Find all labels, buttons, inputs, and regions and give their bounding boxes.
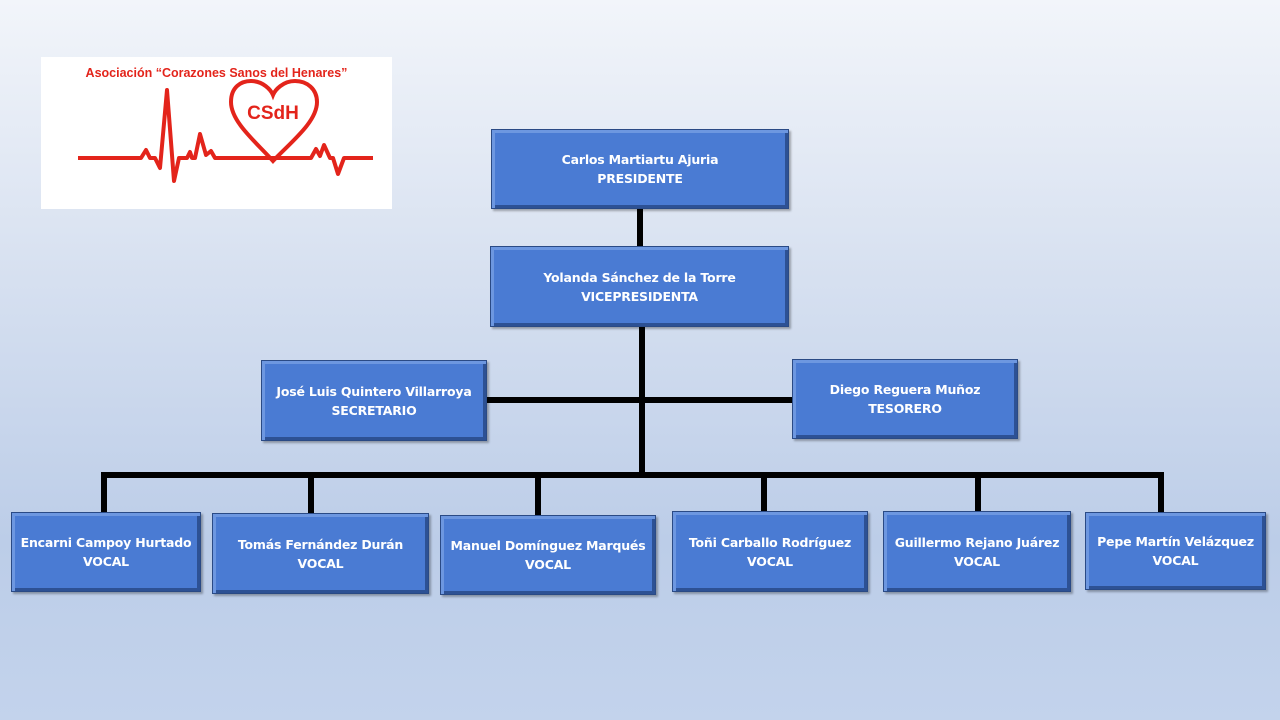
treasurer-box: Diego Reguera Muñoz TESORERO [792,359,1018,439]
vocal-role: VOCAL [525,557,571,572]
president-box: Carlos Martiartu Ajuria PRESIDENTE [491,129,789,209]
vocal-role: VOCAL [83,554,129,569]
connector [101,472,1164,478]
vocal-name: Toñi Carballo Rodríguez [688,534,852,550]
vocal-name: Guillermo Rejano Juárez [894,534,1060,550]
connector [1158,476,1164,513]
vocal-name: Encarni Campoy Hurtado [20,535,192,550]
vocal-role: VOCAL [1152,553,1199,568]
secretary-box: José Luis Quintero Villarroya SECRETARIO [261,360,487,441]
connector [637,207,643,247]
vicepresident-role: VICEPRESIDENTA [581,288,698,304]
connector [535,476,541,516]
logo-acronym: CSdH [247,103,299,124]
connector [101,472,107,513]
connector [486,397,794,403]
secretary-name: José Luis Quintero Villarroya [276,383,472,399]
president-name: Carlos Martiartu Ajuria [561,152,719,167]
vocal-box: Guillermo Rejano Juárez VOCAL [883,511,1071,592]
connector [975,476,981,512]
vocal-role: VOCAL [747,553,793,569]
vocal-box: Tomás Fernández Durán VOCAL [212,513,429,594]
vocal-name: Manuel Domínguez Marqués [450,538,646,553]
vocal-box: Encarni Campoy Hurtado VOCAL [11,512,201,592]
vocal-box: Toñi Carballo Rodríguez VOCAL [672,511,868,592]
vocal-name: Pepe Martín Velázquez [1097,534,1254,549]
secretary-role: SECRETARIO [331,402,417,418]
connector [761,476,767,512]
vocal-box: Pepe Martín Velázquez VOCAL [1085,512,1266,590]
heartbeat-heart-icon: CSdH [78,78,373,183]
vocal-role: VOCAL [954,553,1000,569]
logo-title: Asociación “Corazones Sanos del Henares” [85,66,348,80]
vocal-name: Tomás Fernández Durán [237,536,404,552]
treasurer-role: TESORERO [868,401,942,416]
vocal-box: Manuel Domínguez Marqués VOCAL [440,515,656,595]
vicepresident-box: Yolanda Sánchez de la Torre VICEPRESIDEN… [490,246,789,327]
treasurer-name: Diego Reguera Muñoz [829,382,981,397]
vocal-role: VOCAL [297,555,344,571]
vicepresident-name: Yolanda Sánchez de la Torre [543,269,736,285]
connector [308,474,314,514]
president-role: PRESIDENTE [597,171,683,186]
association-logo: Asociación “Corazones Sanos del Henares”… [41,57,392,209]
